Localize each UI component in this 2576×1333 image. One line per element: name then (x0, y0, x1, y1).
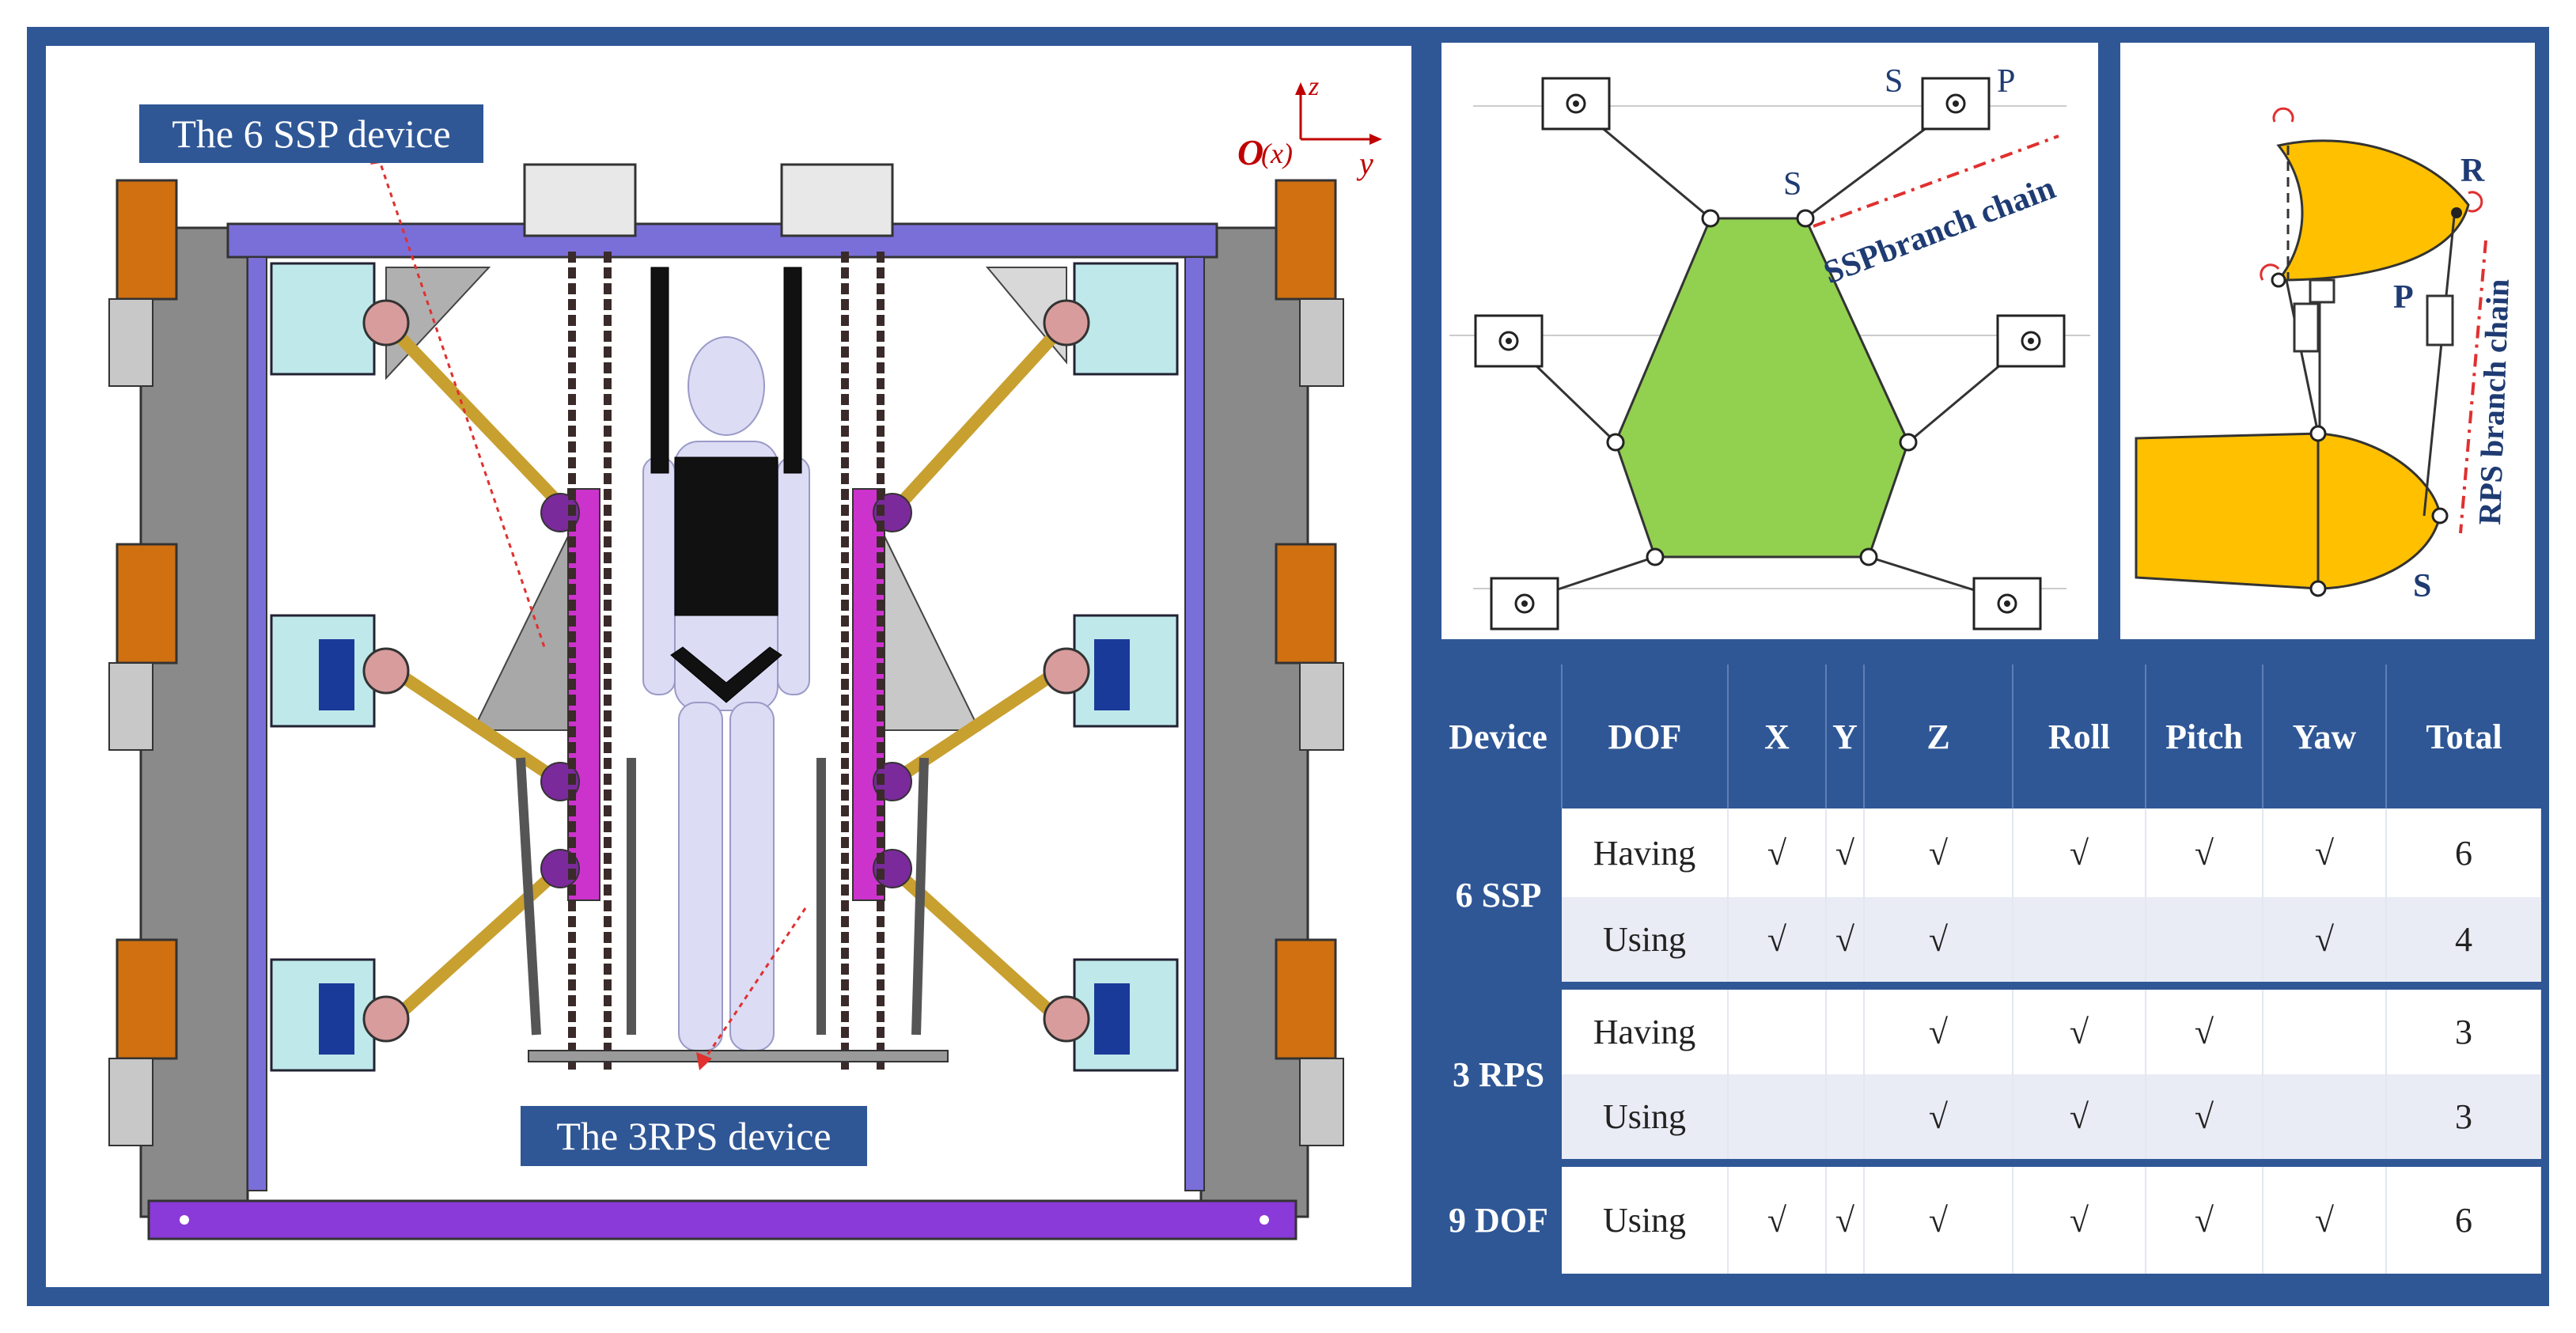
table-row: Using √ √ √ √ 4 (1435, 897, 2541, 986)
dof-cell: Having (1562, 809, 1729, 897)
x-cell: √ (1728, 897, 1827, 986)
y-cell (1826, 1074, 1865, 1163)
total-cell: 4 (2386, 897, 2541, 986)
pitch-cell: √ (2146, 809, 2263, 897)
pitch-cell: √ (2146, 1159, 2263, 1274)
header-total: Total (2426, 717, 2502, 756)
roll-cell (2013, 897, 2146, 986)
y-cell: √ (1826, 809, 1865, 897)
z-cell: √ (1864, 897, 2013, 986)
rps-p-label: P (2393, 279, 2414, 316)
header-roll: Roll (2013, 665, 2146, 809)
device-cell: 6 SSP (1435, 809, 1562, 986)
mechanism-panel: z O (x) y The 6 SSP device The 3RPS devi… (46, 46, 1411, 1287)
ssp-schematic: S P S SSPbranch chain (1449, 63, 2090, 631)
human-figure (642, 336, 810, 1051)
roll-cell: √ (2013, 982, 2146, 1074)
header-x: X (1728, 665, 1827, 809)
mechanism-drawing: z O (x) y (108, 72, 1382, 1240)
yaw-cell: √ (2263, 809, 2387, 897)
z-cell: √ (1864, 1074, 2013, 1163)
z-cell: √ (1864, 809, 2013, 897)
dof-cell: Using (1562, 1159, 1729, 1274)
right-frame-column (1199, 179, 1344, 1218)
axis-origin-x-label: (x) (1261, 138, 1293, 169)
roll-cell: √ (2013, 1159, 2146, 1274)
motor-cores (319, 639, 1130, 1055)
rps-r-label: R (2460, 153, 2485, 189)
table-row: 6 SSP Having √ √ √ √ √ √ 6 (1435, 809, 2541, 986)
rps-s-label: S (2413, 568, 2431, 604)
ssp-device-label: The 6 SSP device (139, 104, 483, 163)
dof-table-panel: Device DOF X Y Z Roll Pitch Yaw Total 6 … (1435, 665, 2541, 1295)
header-device: Device (1435, 665, 1563, 809)
base-beam (147, 1199, 1297, 1240)
device-cell: 3 RPS (1435, 982, 1562, 1163)
z-cell: √ (1864, 1159, 2013, 1274)
pitch-cell: √ (2146, 1074, 2263, 1163)
z-cell: √ (1864, 982, 2013, 1074)
total-cell: 3 (2386, 1074, 2541, 1163)
y-cell: √ (1826, 897, 1865, 986)
pointer-lines (377, 156, 807, 1063)
total-cell: 3 (2386, 982, 2541, 1074)
axis-arrows (1299, 89, 1375, 141)
table-row: 3 RPS Having √ √ √ 3 (1435, 982, 2541, 1163)
dof-table: Device DOF X Y Z Roll Pitch Yaw Total 6 … (1435, 665, 2541, 1274)
x-cell (1728, 982, 1827, 1074)
table-row: Using √ √ √ 3 (1435, 1074, 2541, 1163)
rps-upper-platform (2275, 139, 2470, 282)
rps-device-label: The 3RPS device (521, 1106, 867, 1166)
ssp-schematic-panel: S P S SSPbranch chain (1441, 43, 2098, 639)
ssp-s-joint-label: S (1783, 166, 1801, 203)
rps-prismatic-joints (2293, 278, 2454, 353)
ssp-s-top-label: S (1885, 63, 1903, 100)
device-cell: 9 DOF (1435, 1159, 1562, 1274)
harness (650, 267, 802, 703)
figure-frame: z O (x) y The 6 SSP device The 3RPS devi… (27, 27, 2549, 1306)
motor-units (270, 262, 1179, 1072)
total-cell: 6 (2386, 1159, 2541, 1274)
yaw-cell (2263, 982, 2387, 1074)
header-z: Z (1864, 665, 2013, 809)
dof-cell: Using (1562, 1074, 1729, 1163)
roll-cell: √ (2013, 1074, 2146, 1163)
header-yaw: Yaw (2263, 665, 2387, 809)
rps-lower-platform (2135, 432, 2442, 590)
table-header-row: Device DOF X Y Z Roll Pitch Yaw Total (1435, 665, 2541, 809)
yaw-cell: √ (2263, 1159, 2387, 1274)
yaw-cell: √ (2263, 897, 2387, 986)
header-y: Y (1826, 665, 1865, 809)
ssp-p-label: P (1997, 63, 2015, 100)
axis-y-label: y (1356, 146, 1373, 181)
x-cell: √ (1728, 809, 1827, 897)
y-cell (1826, 982, 1865, 1074)
left-frame-column (108, 179, 249, 1218)
total-cell: 6 (2386, 809, 2541, 897)
pitch-cell: √ (2146, 982, 2263, 1074)
header-dof: DOF (1562, 665, 1729, 809)
rps-chain-marker (2459, 240, 2487, 534)
top-beam (226, 222, 1218, 259)
x-cell: √ (1728, 1159, 1827, 1274)
pitch-cell (2146, 897, 2263, 986)
rps-schematic: R P S RPS branch chain (2135, 107, 2516, 604)
dof-cell: Having (1562, 982, 1729, 1074)
ssp-chain-label: SSPbranch chain (1819, 170, 2060, 292)
dof-cell: Using (1562, 897, 1729, 986)
rps-chain-label: RPS branch chain (2472, 278, 2516, 526)
table-row: 9 DOF Using √ √ √ √ √ √ 6 (1435, 1159, 2541, 1274)
yaw-cell (2263, 1074, 2387, 1163)
x-cell (1728, 1074, 1827, 1163)
y-cell: √ (1826, 1159, 1865, 1274)
drive-chains (568, 252, 885, 1074)
axis-z-label: z (1308, 72, 1319, 101)
rps-schematic-panel: R P S RPS branch chain (2120, 43, 2535, 639)
axis-origin-label: O (1237, 132, 1263, 172)
header-pitch: Pitch (2146, 665, 2263, 809)
roll-cell: √ (2013, 809, 2146, 897)
